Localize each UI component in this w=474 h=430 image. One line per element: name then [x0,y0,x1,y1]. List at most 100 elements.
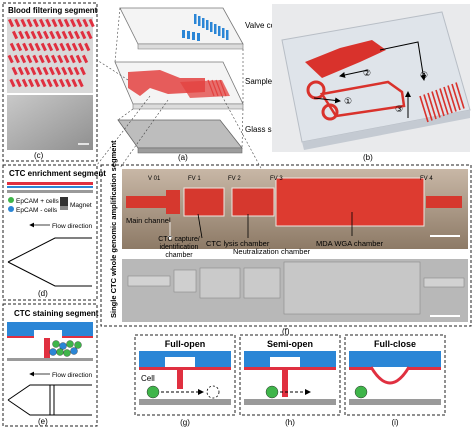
panel-d-title: CTC enrichment segment [9,169,106,178]
legend-epcam-pos: EpCAM + cells [16,198,60,205]
filter-pillar [7,54,14,64]
panel-f-label: (f) [282,327,290,336]
filter-pillar [36,66,43,76]
magnet-label: Magnet [70,202,92,209]
epcam-pos-swatch [8,197,14,203]
chip-outlet-channel [443,86,453,114]
cell [146,385,160,399]
chip-marker-4: ④ [420,70,428,80]
filter-pillar [40,42,47,52]
valve-channel [202,18,205,28]
panel-e-flow: Flow direction [52,372,92,379]
filter-pillar [24,66,31,76]
chip-outlet-channel [455,82,465,109]
filter-pillar [30,66,37,76]
cell [49,348,57,356]
panel-a: Valve control channel Sample processing … [96,7,344,171]
filter-pillar [63,54,70,64]
filter-pillar [9,78,16,88]
cell [52,340,60,348]
chip-outlet-channel [439,88,449,115]
cell [66,340,74,348]
filter-pillar [34,78,41,88]
panel-h-label: (h) [285,418,295,427]
valve-channel [206,20,209,30]
wga-micrograph [122,169,468,249]
panel-e-label: (e) [38,417,48,426]
filter-pillar [61,66,68,76]
panel-e-title: CTC staining segment [14,309,99,318]
panel-i: Full-close(i) [344,334,446,427]
valve-channel [226,30,229,40]
filter-pillar [70,18,77,28]
filter-pillar [59,42,66,52]
filter-pillar [57,18,64,28]
filter-pillar [14,18,21,28]
stained-cells [49,340,82,357]
filter-pillar [26,54,33,64]
filter-pillar [53,42,60,52]
panel-a-label: (a) [178,153,188,162]
filter-micrograph [7,17,95,93]
filter-pillar [21,78,28,88]
cell [74,341,82,349]
filter-pillar [32,18,39,28]
filter-pillar [55,30,62,40]
panel-b: ① ② ③ ④ (b) [272,4,471,162]
valve-channel [222,28,225,38]
valve-channel [182,30,185,38]
filter-pillar [18,30,25,40]
valve-v01: V 01 [148,176,161,182]
panel-f-side-title: Single CTC whole genomic amplification s… [109,140,118,318]
cell [265,385,279,399]
cell [56,348,64,356]
filter-pillar [26,18,33,28]
main-channel-label: Main channel [126,216,171,225]
panel-g-label: (g) [180,418,190,427]
filter-pillar [77,78,84,88]
valve-fv1: FV 1 [188,176,201,182]
filter-pillar [55,66,62,76]
filter-pillar [71,78,78,88]
panel-d: CTC enrichment segment EpCAM + cells EpC… [2,164,106,301]
valve-fv4: FV 4 [420,176,433,182]
filter-pillars [7,18,95,88]
lysis-chamber-label: CTC lysis chamber [206,239,270,248]
filter-pillar [30,30,37,40]
filter-pillar [38,54,45,64]
filter-pillar [42,66,49,76]
filter-pillar [69,54,76,64]
chip-outlet-channel [419,95,429,123]
chip-channels [305,40,465,123]
filter-pillar [45,18,52,28]
filter-pillar [67,66,74,76]
glass-substrate [117,119,243,154]
valve-channels [182,14,229,41]
filter-pillar [82,54,89,64]
chip-marker-3: ③ [395,104,403,114]
filter-pillar [61,30,68,40]
filter-pillar [58,78,66,88]
filter-pillar [12,30,19,40]
chip-outlet-channel [447,85,457,112]
filter-pillar [36,30,43,40]
filter-pillar [11,66,18,76]
chip-outlet-channel [423,94,433,121]
filter-pillar [47,42,54,52]
cell [70,347,78,355]
valve-fv3: FV 3 [270,176,283,182]
valve-control-layer [119,7,244,50]
panel-b-label: (b) [363,153,373,162]
panel-i-title: Full-close [374,339,416,349]
filter-pillar [32,54,39,64]
cell-label: Cell [141,374,155,383]
chip-outlet-channel [451,83,461,111]
filter-pillar [65,42,72,52]
valve-channel [198,16,201,26]
filter-pillar [24,30,31,40]
panel-d-flow: Flow direction [52,223,92,230]
filter-pillar [86,30,93,40]
filter-pillar [52,78,59,88]
filter-pillar [57,54,64,64]
